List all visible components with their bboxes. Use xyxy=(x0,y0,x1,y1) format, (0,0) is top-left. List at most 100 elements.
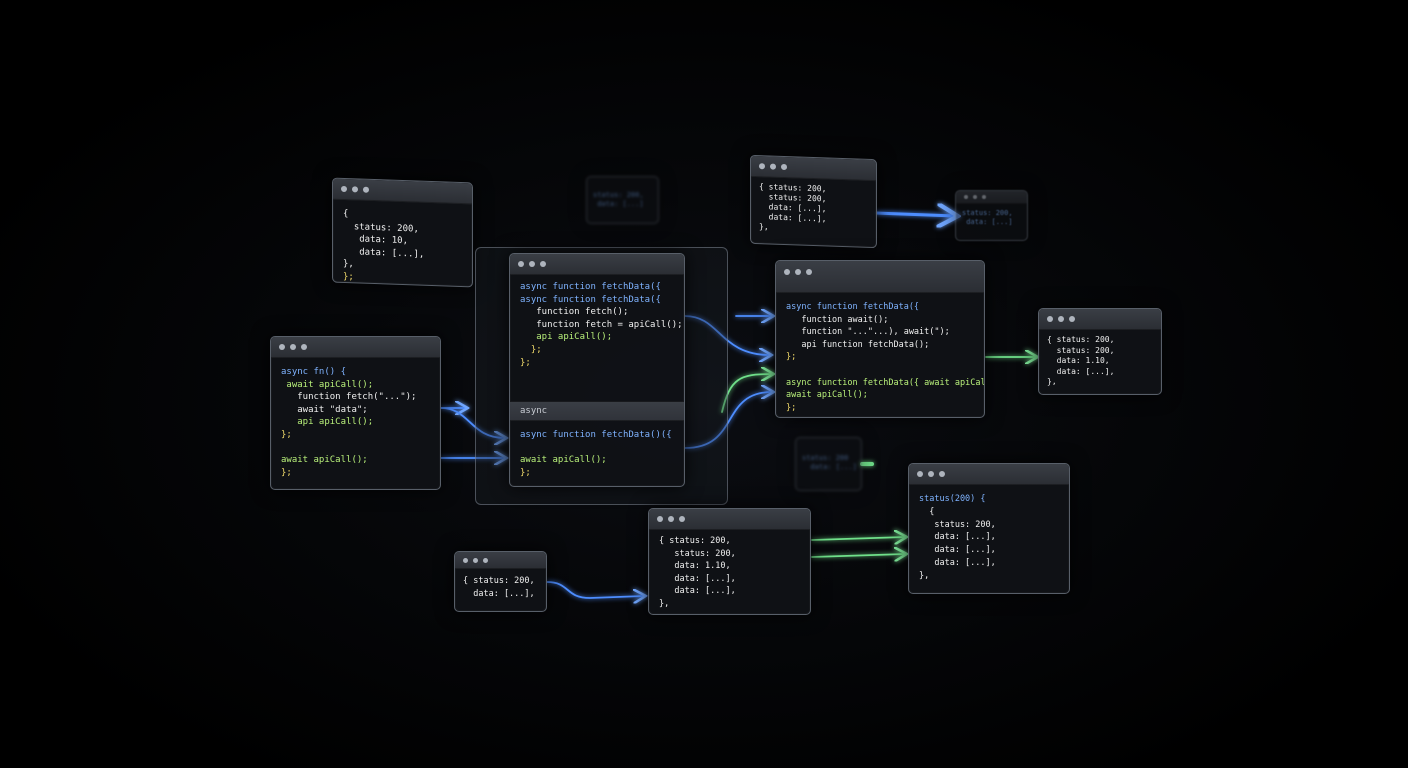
code-line: status: 200, xyxy=(1047,345,1115,355)
code-line: }; xyxy=(281,467,292,478)
code-window-top-left[interactable]: { status: 200, data: 10, data: [...],},}… xyxy=(332,177,473,288)
code-line: data: [...] xyxy=(962,218,1013,226)
window-control-dot-icon[interactable] xyxy=(352,186,358,193)
code-window-top-center-right[interactable]: { status: 200, status: 200, data: [...],… xyxy=(750,154,877,249)
window-titlebar[interactable] xyxy=(455,552,546,569)
window-titlebar[interactable] xyxy=(1039,309,1161,330)
code-window-top-small[interactable]: status: 200, data: [...] xyxy=(586,176,659,224)
wire-bottomcenter-to-bottomright-b xyxy=(811,554,905,557)
code-line: }; xyxy=(520,467,531,478)
code-line: await apiCall(); xyxy=(786,390,868,401)
code-window-bottom-center[interactable]: { status: 200, status: 200, data: 1.10, … xyxy=(648,508,811,615)
window-control-dot-icon[interactable] xyxy=(1058,316,1064,322)
code-line: { status: 200, xyxy=(659,536,731,546)
code-window-bottom-left[interactable]: { status: 200, data: [...], xyxy=(454,551,547,612)
code-block: async function fetchData({ async function… xyxy=(510,275,684,401)
window-control-dot-icon[interactable] xyxy=(939,471,945,477)
code-line: data: [...], xyxy=(919,557,996,568)
code-window-center[interactable]: async function fetchData({ async function… xyxy=(509,253,685,487)
window-control-dot-icon[interactable] xyxy=(290,344,296,350)
window-titlebar[interactable] xyxy=(776,261,984,293)
code-line: data: [...] xyxy=(802,463,857,471)
window-control-dot-icon[interactable] xyxy=(473,557,478,563)
window-control-dot-icon[interactable] xyxy=(657,516,663,522)
code-line: async function fetchData()({ xyxy=(520,430,672,440)
code-line: async function fetchData({ xyxy=(520,282,661,292)
code-line xyxy=(786,364,974,377)
code-line xyxy=(520,442,674,455)
window-control-dot-icon[interactable] xyxy=(279,344,285,350)
code-line: data: [...], xyxy=(1047,366,1115,376)
window-control-dot-icon[interactable] xyxy=(679,516,685,522)
code-line: async fn() { xyxy=(281,367,347,377)
code-block: status: 200 data: [...] xyxy=(796,438,861,476)
window-control-dot-icon[interactable] xyxy=(781,163,787,171)
code-line: status: 200, xyxy=(659,548,736,559)
code-line: }, xyxy=(919,570,930,581)
window-control-dot-icon[interactable] xyxy=(363,186,369,193)
code-block: async fn() { await apiCall(); function f… xyxy=(271,358,440,487)
code-line: }, xyxy=(1047,377,1057,386)
code-line: async function fetchData({ xyxy=(520,294,661,305)
code-line: await apiCall(); xyxy=(520,455,607,466)
code-line: await apiCall(); xyxy=(281,379,374,390)
window-control-dot-icon[interactable] xyxy=(341,185,347,193)
code-window-left[interactable]: async fn() { await apiCall(); function f… xyxy=(270,336,441,490)
code-line: function fetch = apiCall(); xyxy=(520,319,683,330)
code-line: function await(); xyxy=(786,314,889,325)
code-line: }; xyxy=(786,402,797,413)
window-control-dot-icon[interactable] xyxy=(964,195,968,199)
code-line: api function fetchData(); xyxy=(786,339,930,350)
window-control-dot-icon[interactable] xyxy=(770,163,776,170)
code-line: data: [...], xyxy=(919,532,996,543)
window-control-dot-icon[interactable] xyxy=(1069,316,1075,322)
code-block: { status: 200, data: 10, data: [...],},}… xyxy=(333,200,472,288)
code-line: data: [...], xyxy=(659,573,736,584)
code-line: data: 1.10, xyxy=(659,561,731,572)
window-titlebar[interactable] xyxy=(956,191,1027,204)
window-control-dot-icon[interactable] xyxy=(1047,316,1053,322)
code-line: status: 200, xyxy=(919,519,996,530)
code-line: }; xyxy=(520,344,542,355)
window-control-dot-icon[interactable] xyxy=(982,195,986,199)
code-line: }, xyxy=(659,598,670,609)
window-titlebar[interactable] xyxy=(649,509,810,530)
code-window-mid-small[interactable]: status: 200 data: [...] xyxy=(795,437,862,491)
window-control-dot-icon[interactable] xyxy=(529,261,535,267)
code-window-bottom-right[interactable]: status(200) { { status: 200, data: [...]… xyxy=(908,463,1070,594)
window-control-dot-icon[interactable] xyxy=(759,163,765,170)
window-control-dot-icon[interactable] xyxy=(784,269,790,275)
window-titlebar[interactable] xyxy=(909,464,1069,485)
window-titlebar[interactable] xyxy=(510,254,684,275)
code-line: }; xyxy=(786,352,797,363)
code-line: status: 200 xyxy=(802,454,849,462)
code-line: data: [...], xyxy=(919,545,996,556)
window-control-dot-icon[interactable] xyxy=(928,471,934,477)
window-titlebar[interactable] xyxy=(271,337,440,358)
window-control-dot-icon[interactable] xyxy=(973,195,977,199)
code-line: status: 200, xyxy=(962,209,1013,217)
window-control-dot-icon[interactable] xyxy=(518,261,524,267)
window-control-dot-icon[interactable] xyxy=(668,516,674,522)
window-control-dot-icon[interactable] xyxy=(806,269,812,275)
code-window-right[interactable]: async function fetchData({ function awai… xyxy=(775,260,985,418)
code-line: status(200) { xyxy=(919,494,986,504)
code-line xyxy=(281,442,430,455)
code-line: function fetch(); xyxy=(520,307,629,318)
code-line: api apiCall(); xyxy=(281,417,374,428)
window-control-dot-icon[interactable] xyxy=(463,557,468,563)
wire-bottomcenter-to-bottomright-a xyxy=(811,537,905,540)
wire-topright-link xyxy=(874,213,955,216)
window-control-dot-icon[interactable] xyxy=(301,344,307,350)
window-control-dot-icon[interactable] xyxy=(540,261,546,267)
code-window-far-right[interactable]: { status: 200, status: 200, data: 1.10, … xyxy=(1038,308,1162,395)
code-window-top-far-right[interactable]: status: 200, data: [...] xyxy=(955,190,1028,241)
window-control-dot-icon[interactable] xyxy=(795,269,801,275)
section-header: async xyxy=(510,401,684,421)
code-line: }; xyxy=(281,429,292,440)
window-control-dot-icon[interactable] xyxy=(483,557,488,563)
code-block: async function fetchData({ function awai… xyxy=(776,293,984,417)
window-control-dot-icon[interactable] xyxy=(917,471,923,477)
code-line: await apiCall(); xyxy=(281,455,368,466)
